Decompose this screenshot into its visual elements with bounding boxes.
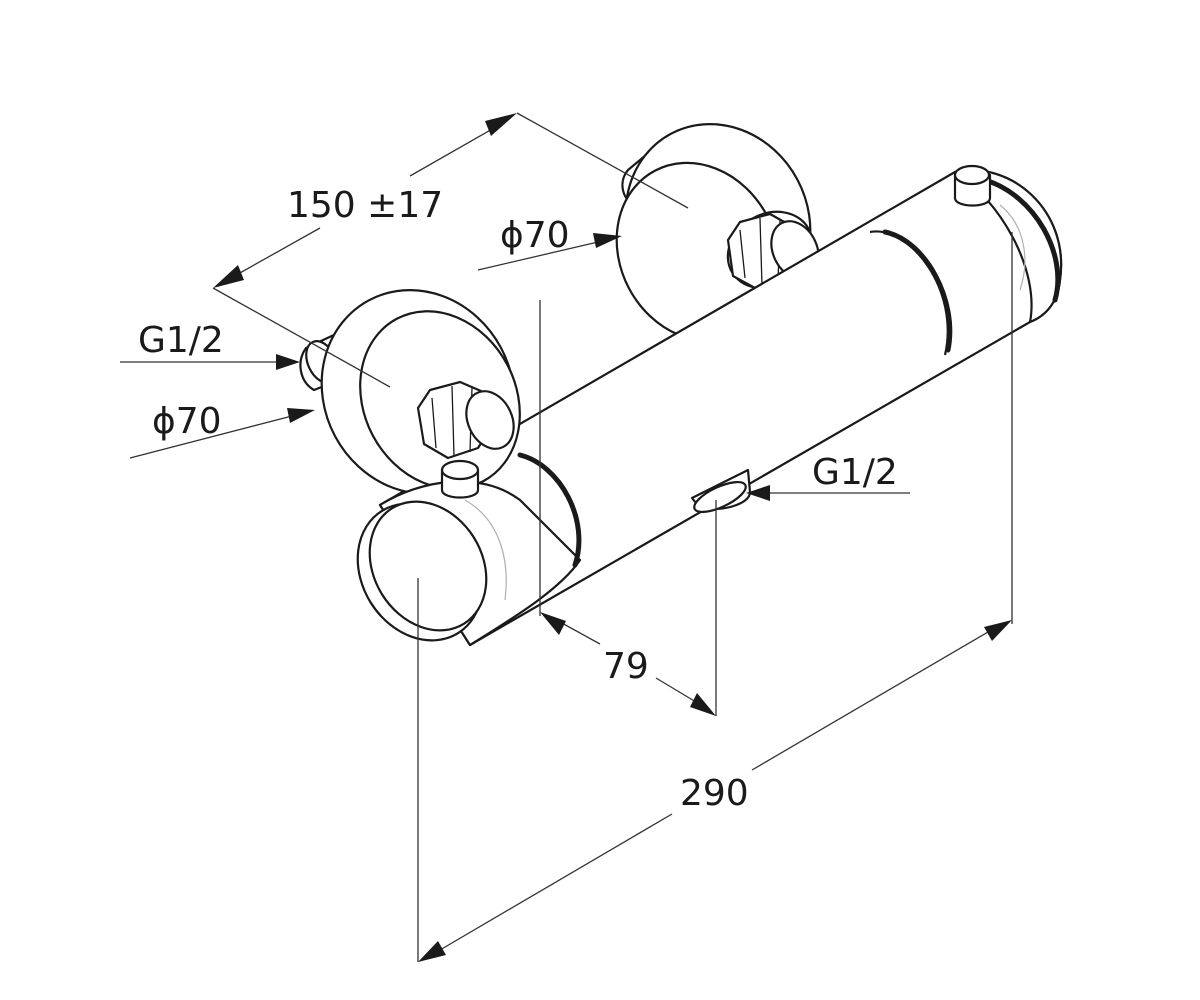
valve-body (378, 169, 1063, 647)
dimension-spacing: 150 ±17 (212, 112, 689, 388)
left-handle (356, 452, 582, 647)
spacing-label: 150 ±17 (287, 185, 443, 226)
outlet-thread-label: G1/2 (812, 452, 898, 493)
overall-length-label: 290 (680, 773, 749, 814)
front-diameter-label: ϕ70 (152, 401, 222, 442)
dimension-overall-length: 290 (417, 232, 1013, 962)
dimension-outlet-thread: G1/2 (746, 452, 910, 501)
dimension-rear-diameter: ϕ70 (477, 215, 622, 271)
right-button (953, 164, 992, 207)
front-hex-nut (416, 380, 515, 460)
front-flange (299, 289, 521, 495)
outlet-offset-label: 79 (603, 646, 649, 687)
dimension-front-diameter: ϕ70 (129, 401, 315, 459)
rear-diameter-label: ϕ70 (500, 215, 570, 256)
inlet-thread-label: G1/2 (138, 320, 224, 361)
dimension-inlet-thread: G1/2 (120, 320, 300, 370)
dimension-outlet-offset: 79 (539, 300, 717, 716)
